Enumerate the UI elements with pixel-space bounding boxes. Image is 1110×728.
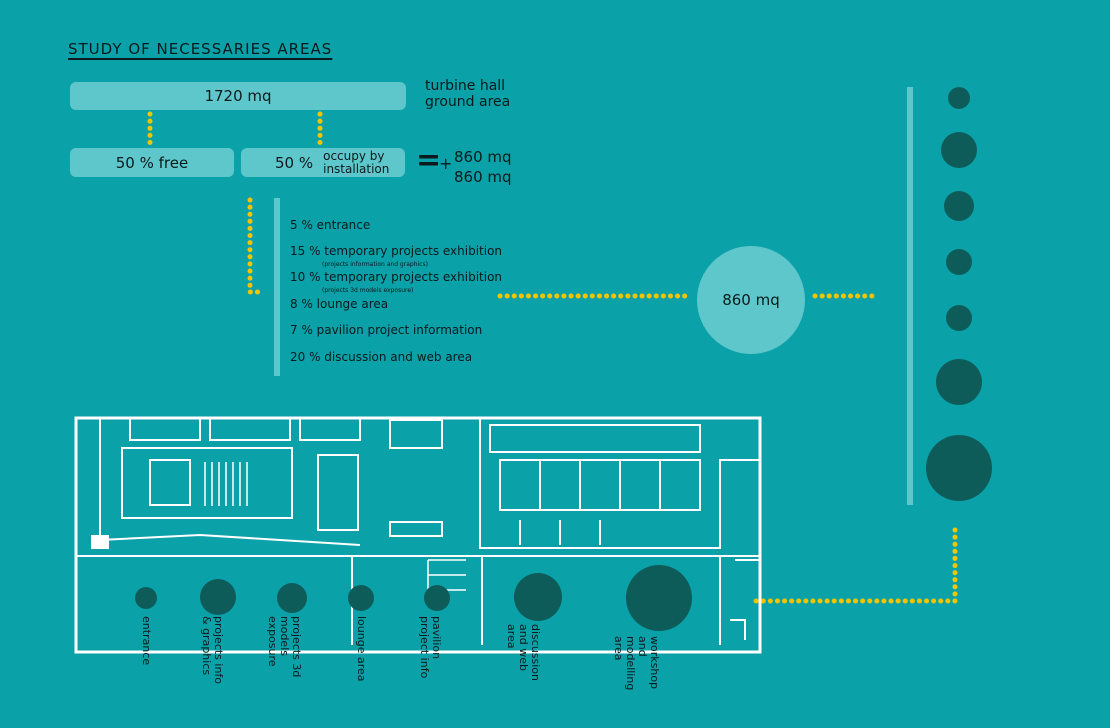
plan-label-projects-3d: projects 3d models exposure — [266, 616, 303, 678]
right-upper-rooms — [489, 424, 701, 453]
free-area-label: 50 % free — [115, 153, 189, 172]
plan-circle-workshop — [626, 565, 692, 631]
connector-stack-to-plan — [749, 527, 958, 604]
occupy-area-box: 50 % occupy by installation — [241, 148, 405, 177]
plus-sign: + — [439, 154, 453, 173]
plan-label-discussion: discussion and web area — [505, 624, 542, 682]
connector-occupy-to-list — [247, 197, 265, 295]
occupy-area-note: occupy by installation — [323, 148, 390, 176]
stack-circle-6 — [936, 359, 982, 405]
auditorium-inner — [149, 459, 191, 506]
total-area-box: 1720 mq — [70, 82, 406, 110]
list-item-projects-3d: 10 % temporary projects exhibition — [290, 270, 503, 284]
floor-plan — [74, 416, 762, 654]
right-partitions — [519, 460, 661, 545]
plan-outline — [74, 416, 762, 654]
plan-circle-entrance — [135, 587, 157, 609]
total-area-value: 1720 mq — [204, 87, 272, 105]
right-circle-stack — [926, 87, 992, 501]
right-rooms — [499, 459, 701, 511]
stair-block — [317, 454, 359, 531]
plan-circle-projects-info — [200, 579, 236, 615]
plan-right-wing — [479, 418, 760, 549]
right-entry — [730, 559, 761, 640]
free-area-box: 50 % free — [70, 148, 234, 177]
plan-label-pavilion: pavilion project info — [418, 616, 443, 679]
stack-circle-3 — [944, 191, 974, 221]
equals-sign: = — [416, 143, 442, 178]
dotted-connectors — [147, 111, 958, 604]
center-area-value: 860 mq — [722, 291, 780, 309]
result-bottom: 860 mq — [454, 168, 512, 186]
page-title: STUDY OF NECESSARIES AREAS — [68, 40, 333, 58]
list-bar — [274, 198, 280, 376]
stack-circle-7 — [926, 435, 992, 501]
auditorium-steps — [204, 462, 248, 506]
plan-circle-lounge — [348, 585, 374, 611]
central-bar — [389, 521, 443, 537]
central-box — [389, 419, 443, 449]
plan-label-entrance: entrance — [140, 616, 153, 666]
plan-top-inner-left — [99, 418, 361, 546]
occupy-area-label: 50 % — [275, 153, 314, 172]
plan-label-workshop: workshop and modelling area — [612, 636, 661, 691]
plan-circle-projects-3d — [277, 583, 307, 613]
stack-circle-5 — [946, 305, 972, 331]
right-scale-bar — [907, 87, 913, 505]
stack-circle-1 — [948, 87, 970, 109]
pavilion-lines — [427, 559, 466, 600]
plan-upper-rooms — [129, 418, 361, 441]
list-item-lounge: 8 % lounge area — [290, 297, 389, 311]
list-item-entrance: 5 % entrance — [290, 218, 371, 232]
auditorium-block — [121, 447, 293, 519]
turbine-hall-note: turbine hall ground area — [425, 78, 511, 110]
plan-circle-discussion — [514, 573, 562, 621]
result-top: 860 mq — [454, 148, 512, 166]
plan-label-projects-info: projects info & graphics — [200, 616, 225, 685]
plan-label-lounge: lounge area — [355, 616, 368, 682]
stack-circle-2 — [941, 132, 977, 168]
plan-circle-pavilion — [424, 585, 450, 611]
list-sub-projects-info: (projects information and graphics) — [322, 261, 428, 268]
entrance-marker — [91, 535, 109, 549]
list-item-pavilion: 7 % pavilion project information — [290, 323, 483, 337]
plan-area-circles — [135, 565, 692, 631]
list-sub-projects-3d: (projects 3d models exposure) — [322, 287, 414, 294]
stack-circle-4 — [946, 249, 972, 275]
list-item-projects-info: 15 % temporary projects exhibition — [290, 244, 503, 258]
center-area-circle: 860 mq — [697, 246, 805, 354]
list-item-discussion: 20 % discussion and web area — [290, 350, 473, 364]
